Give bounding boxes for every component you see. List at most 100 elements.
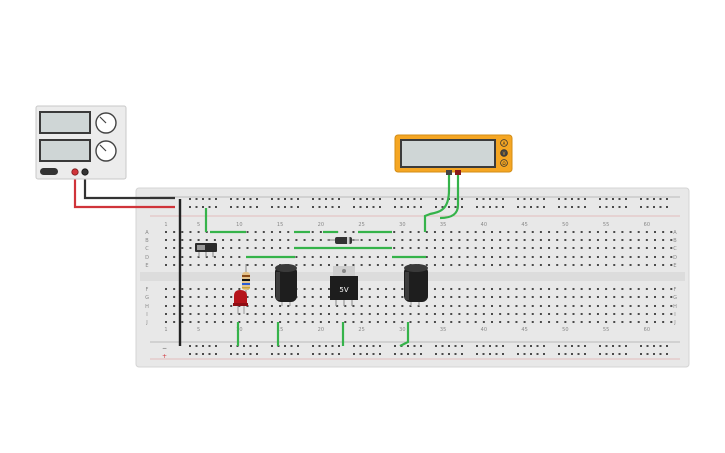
breadboard-hole[interactable] — [645, 321, 648, 323]
breadboard-hole[interactable] — [454, 206, 457, 208]
breadboard-hole[interactable] — [379, 206, 381, 208]
breadboard-hole[interactable] — [181, 247, 184, 249]
breadboard-hole[interactable] — [230, 256, 233, 258]
breadboard-hole[interactable] — [482, 353, 485, 355]
breadboard-hole[interactable] — [366, 206, 368, 208]
breadboard-hole[interactable] — [466, 296, 469, 298]
breadboard-hole[interactable] — [208, 198, 211, 200]
breadboard-hole[interactable] — [205, 296, 208, 298]
breadboard-hole[interactable] — [256, 353, 258, 355]
breadboard-hole[interactable] — [580, 247, 583, 249]
breadboard-hole[interactable] — [584, 206, 586, 208]
breadboard-hole[interactable] — [181, 313, 184, 315]
breadboard-hole[interactable] — [279, 231, 282, 233]
breadboard-hole[interactable] — [270, 264, 273, 266]
breadboard-hole[interactable] — [474, 256, 477, 258]
breadboard-hole[interactable] — [173, 256, 176, 258]
breadboard-hole[interactable] — [311, 264, 314, 266]
breadboard-hole[interactable] — [442, 256, 445, 258]
breadboard-hole[interactable] — [640, 353, 642, 355]
breadboard-hole[interactable] — [295, 305, 298, 307]
breadboard-hole[interactable] — [556, 231, 559, 233]
breadboard-hole[interactable] — [230, 198, 232, 200]
breadboard-hole[interactable] — [393, 264, 396, 266]
breadboard-hole[interactable] — [625, 198, 627, 200]
breadboard-hole[interactable] — [433, 256, 436, 258]
breadboard-hole[interactable] — [599, 345, 601, 347]
breadboard-hole[interactable] — [531, 313, 534, 315]
breadboard-hole[interactable] — [197, 321, 200, 323]
breadboard-hole[interactable] — [605, 345, 608, 347]
breadboard-hole[interactable] — [344, 256, 347, 258]
mode-button-ohms[interactable] — [500, 159, 508, 167]
breadboard-hole[interactable] — [517, 353, 519, 355]
breadboard-hole[interactable] — [165, 321, 167, 323]
breadboard-hole[interactable] — [173, 264, 176, 266]
breadboard-hole[interactable] — [394, 198, 396, 200]
probe-socket-2[interactable] — [455, 170, 461, 175]
breadboard-hole[interactable] — [433, 305, 436, 307]
breadboard-hole[interactable] — [629, 264, 632, 266]
breadboard-hole[interactable] — [279, 313, 282, 315]
breadboard-hole[interactable] — [409, 239, 412, 241]
breadboard-hole[interactable] — [338, 206, 340, 208]
breadboard-hole[interactable] — [215, 345, 217, 347]
breadboard-hole[interactable] — [515, 296, 518, 298]
breadboard-hole[interactable] — [331, 206, 334, 208]
breadboard-hole[interactable] — [539, 321, 542, 323]
breadboard-hole[interactable] — [270, 305, 273, 307]
breadboard-hole[interactable] — [531, 296, 534, 298]
breadboard-hole[interactable] — [645, 313, 648, 315]
breadboard-hole[interactable] — [243, 353, 245, 355]
breadboard-hole[interactable] — [539, 239, 542, 241]
breadboard-hole[interactable] — [621, 288, 624, 290]
breadboard-hole[interactable] — [379, 353, 381, 355]
breadboard-hole[interactable] — [215, 353, 217, 355]
breadboard-hole[interactable] — [556, 305, 559, 307]
breadboard-hole[interactable] — [645, 256, 648, 258]
breadboard-hole[interactable] — [243, 198, 245, 200]
breadboard-hole[interactable] — [165, 296, 167, 298]
breadboard-hole[interactable] — [564, 256, 567, 258]
breadboard-hole[interactable] — [482, 206, 485, 208]
breadboard-hole[interactable] — [409, 313, 412, 315]
breadboard-hole[interactable] — [564, 321, 567, 323]
breadboard-hole[interactable] — [580, 231, 583, 233]
breadboard-hole[interactable] — [433, 321, 436, 323]
breadboard-hole[interactable] — [352, 305, 355, 307]
breadboard-hole[interactable] — [476, 198, 478, 200]
breadboard-hole[interactable] — [336, 321, 339, 323]
breadboard-hole[interactable] — [466, 239, 469, 241]
breadboard-hole[interactable] — [637, 288, 640, 290]
breadboard-hole[interactable] — [662, 239, 665, 241]
breadboard-hole[interactable] — [441, 198, 444, 200]
breadboard-hole[interactable] — [580, 313, 583, 315]
breadboard-hole[interactable] — [670, 321, 673, 323]
breadboard-hole[interactable] — [319, 264, 322, 266]
breadboard-hole[interactable] — [662, 305, 665, 307]
breadboard-hole[interactable] — [417, 247, 420, 249]
breadboard-hole[interactable] — [222, 264, 225, 266]
breadboard-hole[interactable] — [401, 296, 404, 298]
breadboard-hole[interactable] — [482, 305, 485, 307]
breadboard-hole[interactable] — [548, 239, 551, 241]
breadboard-hole[interactable] — [458, 247, 461, 249]
breadboard-hole[interactable] — [572, 247, 575, 249]
breadboard-hole[interactable] — [230, 296, 233, 298]
breadboard-hole[interactable] — [605, 247, 608, 249]
breadboard-hole[interactable] — [499, 231, 502, 233]
breadboard-hole[interactable] — [353, 345, 355, 347]
breadboard-hole[interactable] — [262, 305, 265, 307]
breadboard-hole[interactable] — [458, 288, 461, 290]
green-wire-meter-probe-1[interactable] — [423, 172, 451, 232]
breadboard-hole[interactable] — [181, 288, 184, 290]
breadboard-hole[interactable] — [558, 345, 560, 347]
breadboard-hole[interactable] — [654, 321, 656, 323]
breadboard-hole[interactable] — [425, 239, 428, 241]
breadboard-hole[interactable] — [564, 305, 567, 307]
breadboard-hole[interactable] — [476, 345, 478, 347]
breadboard-hole[interactable] — [318, 353, 321, 355]
breadboard-hole[interactable] — [165, 288, 167, 290]
breadboard-hole[interactable] — [662, 256, 665, 258]
breadboard-hole[interactable] — [450, 231, 453, 233]
